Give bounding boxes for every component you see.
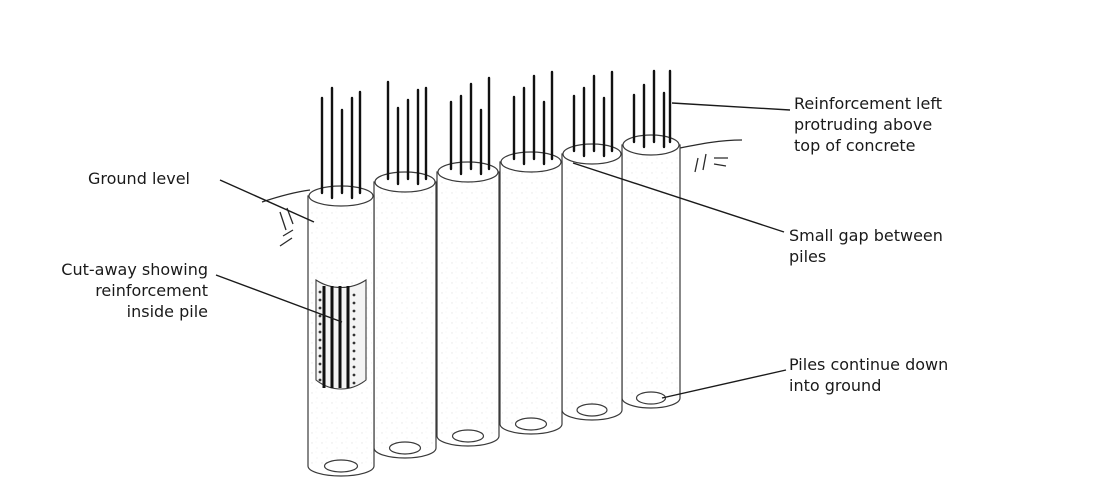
piles-continue-leader [661, 369, 787, 399]
cutaway-leader [215, 274, 343, 323]
gap-line-2: piles [789, 247, 827, 266]
reinforcement-label: Reinforcement left protruding above top … [794, 93, 942, 156]
pile [621, 69, 681, 409]
piles-continue-label: Piles continue down into ground [789, 354, 948, 396]
gap-line-1: Small gap between [789, 226, 943, 245]
cutaway-line-1: Cut-away showing [61, 260, 208, 279]
pile [499, 70, 563, 435]
pile-top [374, 171, 436, 193]
cutaway-line-2: reinforcement [95, 281, 208, 300]
cutaway-line-3: inside pile [126, 302, 208, 321]
piles-continue-line-2: into ground [789, 376, 882, 395]
piles-continue-line-1: Piles continue down [789, 355, 949, 374]
reinforcement-line-3: top of concrete [794, 136, 916, 155]
ground-level-text: Ground level [88, 169, 190, 188]
leader-lines [215, 102, 791, 399]
pile [436, 76, 500, 447]
pile-bottom-end [635, 391, 667, 405]
pile-bottom-end [323, 459, 359, 473]
reinforcement-leader [671, 102, 791, 111]
piles-group [307, 69, 681, 477]
pile-bottom-end [388, 441, 422, 455]
pile [307, 86, 375, 477]
cutaway-section [315, 278, 367, 390]
gap-label: Small gap between piles [789, 225, 943, 267]
ground-surface [261, 139, 743, 247]
reinforcement-line-1: Reinforcement left [794, 94, 942, 113]
pile-top [437, 161, 499, 183]
ground-level-leader [219, 179, 315, 223]
pile [373, 80, 437, 459]
pile-top [562, 143, 622, 165]
pile-bottom-end [576, 403, 608, 417]
pile [561, 70, 623, 421]
pile-bottom-end [514, 417, 548, 431]
pile-bottom-end [451, 429, 485, 443]
ground-level-label: Ground level [88, 168, 190, 189]
pile-top [500, 151, 562, 173]
reinforcement-line-2: protruding above [794, 115, 933, 134]
gap-leader [572, 162, 785, 233]
cutaway-label: Cut-away showing reinforcement inside pi… [24, 259, 208, 322]
